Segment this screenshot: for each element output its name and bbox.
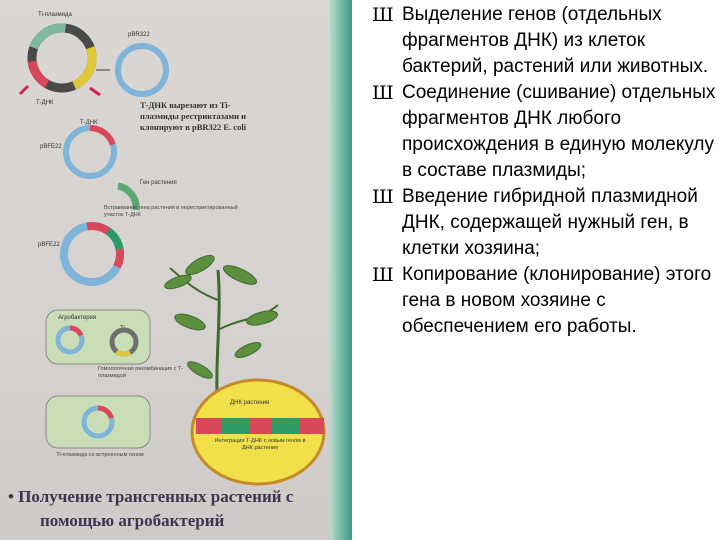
bullet-icon: Ш — [372, 4, 394, 26]
textbook-photo: Ti-плазмида Т-ДНК pBR322 Т-ДНК pBFE22 Т-… — [0, 0, 352, 540]
cut-arrow — [89, 86, 101, 97]
list-item: Ш Копирование (клонирование) этого гена … — [372, 262, 718, 340]
clone-note: Т-ДНК вырезают из Ti-плазмиды рестриктаз… — [140, 100, 247, 132]
ti-plasmid-label: Ti-плазмида — [38, 12, 73, 18]
pbfe22-label-2: pBFE22 — [38, 242, 60, 248]
list-item: Ш Соединение (сшивание) отдельных фрагме… — [372, 80, 718, 184]
pbfe22-ring-1 — [63, 125, 117, 179]
plant-dna-label: ДНК растения — [230, 400, 269, 406]
list-item-text: Соединение (сшивание) отдельных фрагмент… — [402, 82, 716, 181]
bullet-icon: Ш — [372, 82, 394, 104]
plant-illustration — [164, 254, 279, 421]
cut-arrow-2 — [18, 84, 30, 96]
pbfe22-label: pBFE22 — [40, 144, 62, 150]
ti-plasmid-ring — [27, 23, 97, 93]
agrobacterium-cell-2 — [45, 395, 151, 449]
plant-gene-arc — [117, 182, 140, 211]
pbfe22-ring-2 — [60, 221, 124, 286]
insertion-note: Встраивание гена растения в нерестриктир… — [104, 205, 238, 218]
list-item-text: Выделение генов (отдельных фрагментов ДН… — [402, 4, 709, 77]
list-item: Ш Введение гибридной плазмидной ДНК, сод… — [372, 184, 718, 262]
photo-caption-line-2: помощью агробактерий — [40, 511, 225, 530]
pbr322-ring — [115, 43, 169, 97]
steps-list: Ш Выделение генов (отдельных фрагментов … — [372, 2, 718, 340]
photo-caption-line-1: • Получение трансгенных растений с — [8, 487, 294, 506]
bullet-icon: Ш — [372, 264, 394, 286]
ti-gene-note: Ti-плазмида со встроенным геном — [56, 452, 144, 458]
t-dna-label: Т-ДНК — [36, 100, 54, 106]
page-edge — [330, 0, 352, 540]
bullet-icon: Ш — [372, 186, 394, 208]
list-item: Ш Выделение генов (отдельных фрагментов … — [372, 2, 718, 80]
list-item-text: Копирование (клонирование) этого гена в … — [402, 264, 712, 337]
list-item-text: Введение гибридной плазмидной ДНК, содер… — [402, 186, 698, 259]
agrobacterium-label: Агробактерия — [58, 315, 96, 321]
plant-gene-label: Ген растения — [140, 180, 177, 186]
pbr322-label: pBR322 — [128, 32, 150, 38]
recombination-note: Гомологичная рекомбинация с Т-плазмидой — [98, 366, 184, 379]
t-dna-label-2: Т-ДНК — [80, 120, 98, 126]
plasmid-diagram: Ti-плазмида Т-ДНК pBR322 Т-ДНК pBFE22 Т-… — [18, 12, 326, 486]
integration-note: Интеграция Т-ДНК с новым геном в ДНК рас… — [214, 438, 306, 451]
